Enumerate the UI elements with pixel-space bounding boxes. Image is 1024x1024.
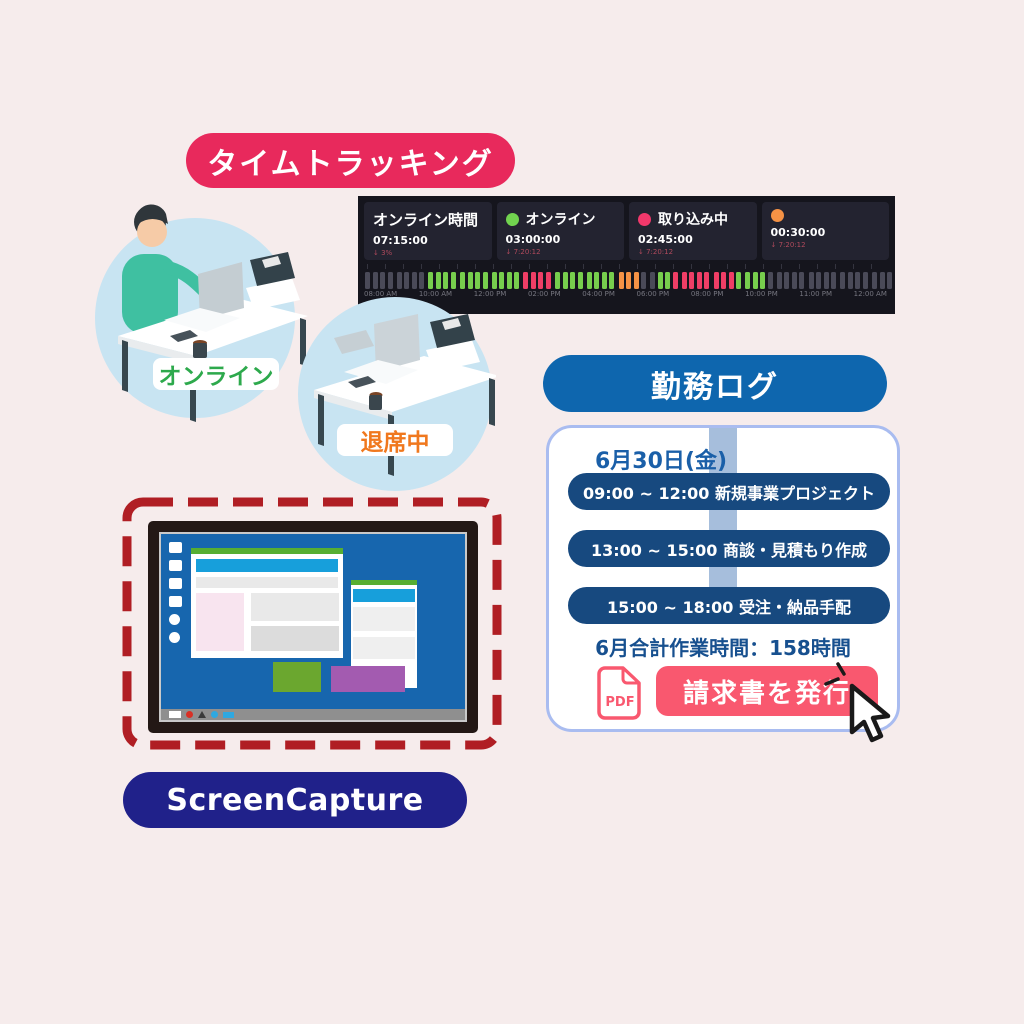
online-dot-icon	[505, 212, 519, 226]
work-log-entry: 09:00 ~ 12:00 新規事業プロジェクト	[568, 473, 890, 510]
stat-panel-online-time: オンライン時間 07:15:00 ↓ 3%	[364, 202, 492, 260]
timeline-connector	[709, 428, 737, 614]
window-block	[273, 662, 321, 692]
stat-title: 取り込み中	[658, 212, 728, 228]
app-window	[191, 548, 343, 658]
timeline-ticks	[367, 264, 886, 269]
stat-title: オンライン時間	[373, 211, 479, 229]
taskbar-triangle-icon	[198, 711, 206, 718]
mug-icon	[193, 343, 207, 358]
stat-delta: ↓ 7:20:12	[638, 248, 674, 256]
stat-title: オンライン	[525, 212, 596, 228]
desktop-file-icon	[169, 578, 182, 589]
monitor-bezel	[159, 532, 467, 722]
stat-value: 02:45:00	[638, 233, 693, 246]
printer-icon	[250, 252, 295, 286]
stat-delta: ↓ 3%	[373, 249, 393, 257]
stat-panel-busy: 取り込み中 02:45:00 ↓ 7:20:12	[629, 202, 757, 260]
person-body	[122, 254, 178, 334]
stat-value: 07:15:00	[373, 234, 428, 247]
online-status-label: オンライン	[153, 358, 279, 390]
screen-capture-badge: ScreenCapture	[123, 772, 467, 828]
pdf-icon: PDF	[597, 666, 641, 720]
desktop-file-icon	[169, 560, 182, 571]
monthly-total-hours: 6月合計作業時間：158時間	[595, 636, 851, 660]
monitor-illustration	[148, 521, 478, 733]
away-status-label: 退席中	[337, 424, 453, 456]
laptop-icon	[374, 314, 420, 372]
person-head	[137, 217, 167, 247]
taskbar-app-icon	[186, 711, 193, 718]
taskbar-start-icon	[169, 711, 181, 718]
work-log-date: 6月30日(金)	[595, 449, 728, 474]
desktop-file-icon	[169, 542, 182, 553]
timeline-bars	[365, 271, 892, 289]
stat-value: 03:00:00	[505, 233, 561, 246]
stat-delta: ↓ 7:20:12	[770, 241, 806, 249]
busy-dot-icon	[638, 212, 651, 226]
stat-panel-online: オンライン 03:00:00 ↓ 7:20:12	[496, 202, 624, 260]
desktop-screen	[161, 534, 465, 720]
stat-delta: ↓ 7:20:12	[505, 248, 541, 256]
stat-panel-away: 00:30:00 ↓ 7:20:12	[761, 202, 889, 260]
issue-invoice-button[interactable]: 請求書を発行	[656, 666, 878, 716]
work-log-badge: 勤務ログ	[543, 355, 887, 412]
time-tracking-badge: タイムトラッキング	[186, 133, 515, 188]
desktop-icons	[169, 542, 182, 643]
person-desk-illustration	[95, 204, 308, 422]
phone-icon	[170, 330, 198, 342]
tracking-dashboard: オンライン時間 07:15:00 ↓ 3% オンライン 03:00:00 ↓ 7…	[358, 196, 895, 314]
work-log-entry: 15:00 ~ 18:00 受注・納品手配	[568, 587, 890, 624]
mug-icon	[369, 395, 382, 410]
phone-icon	[348, 376, 376, 388]
cursor-icon	[824, 662, 891, 743]
empty-desk-illustration	[298, 297, 496, 491]
desktop-app-icon	[169, 632, 180, 643]
stat-row: オンライン時間 07:15:00 ↓ 3% オンライン 03:00:00 ↓ 7…	[364, 202, 889, 260]
desktop-file-icon	[169, 596, 182, 607]
taskbar-app-icon	[223, 711, 234, 718]
desk-top	[314, 356, 496, 412]
printer-icon	[430, 314, 475, 348]
stat-value: 00:30:00	[770, 226, 826, 239]
work-log-entry: 13:00 ~ 15:00 商談・見積もり作成	[568, 530, 890, 567]
pdf-label: PDF	[605, 695, 634, 710]
work-log-card: 6月30日(金) 09:00 ~ 12:00 新規事業プロジェクト 13:00 …	[546, 425, 900, 732]
taskbar-app-icon	[211, 711, 218, 718]
taskbar	[161, 709, 465, 720]
desktop-app-icon	[169, 614, 180, 625]
away-dot-icon	[770, 209, 784, 222]
capture-zone-border	[122, 497, 502, 750]
window-block	[331, 666, 405, 692]
laptop-icon	[198, 262, 244, 320]
